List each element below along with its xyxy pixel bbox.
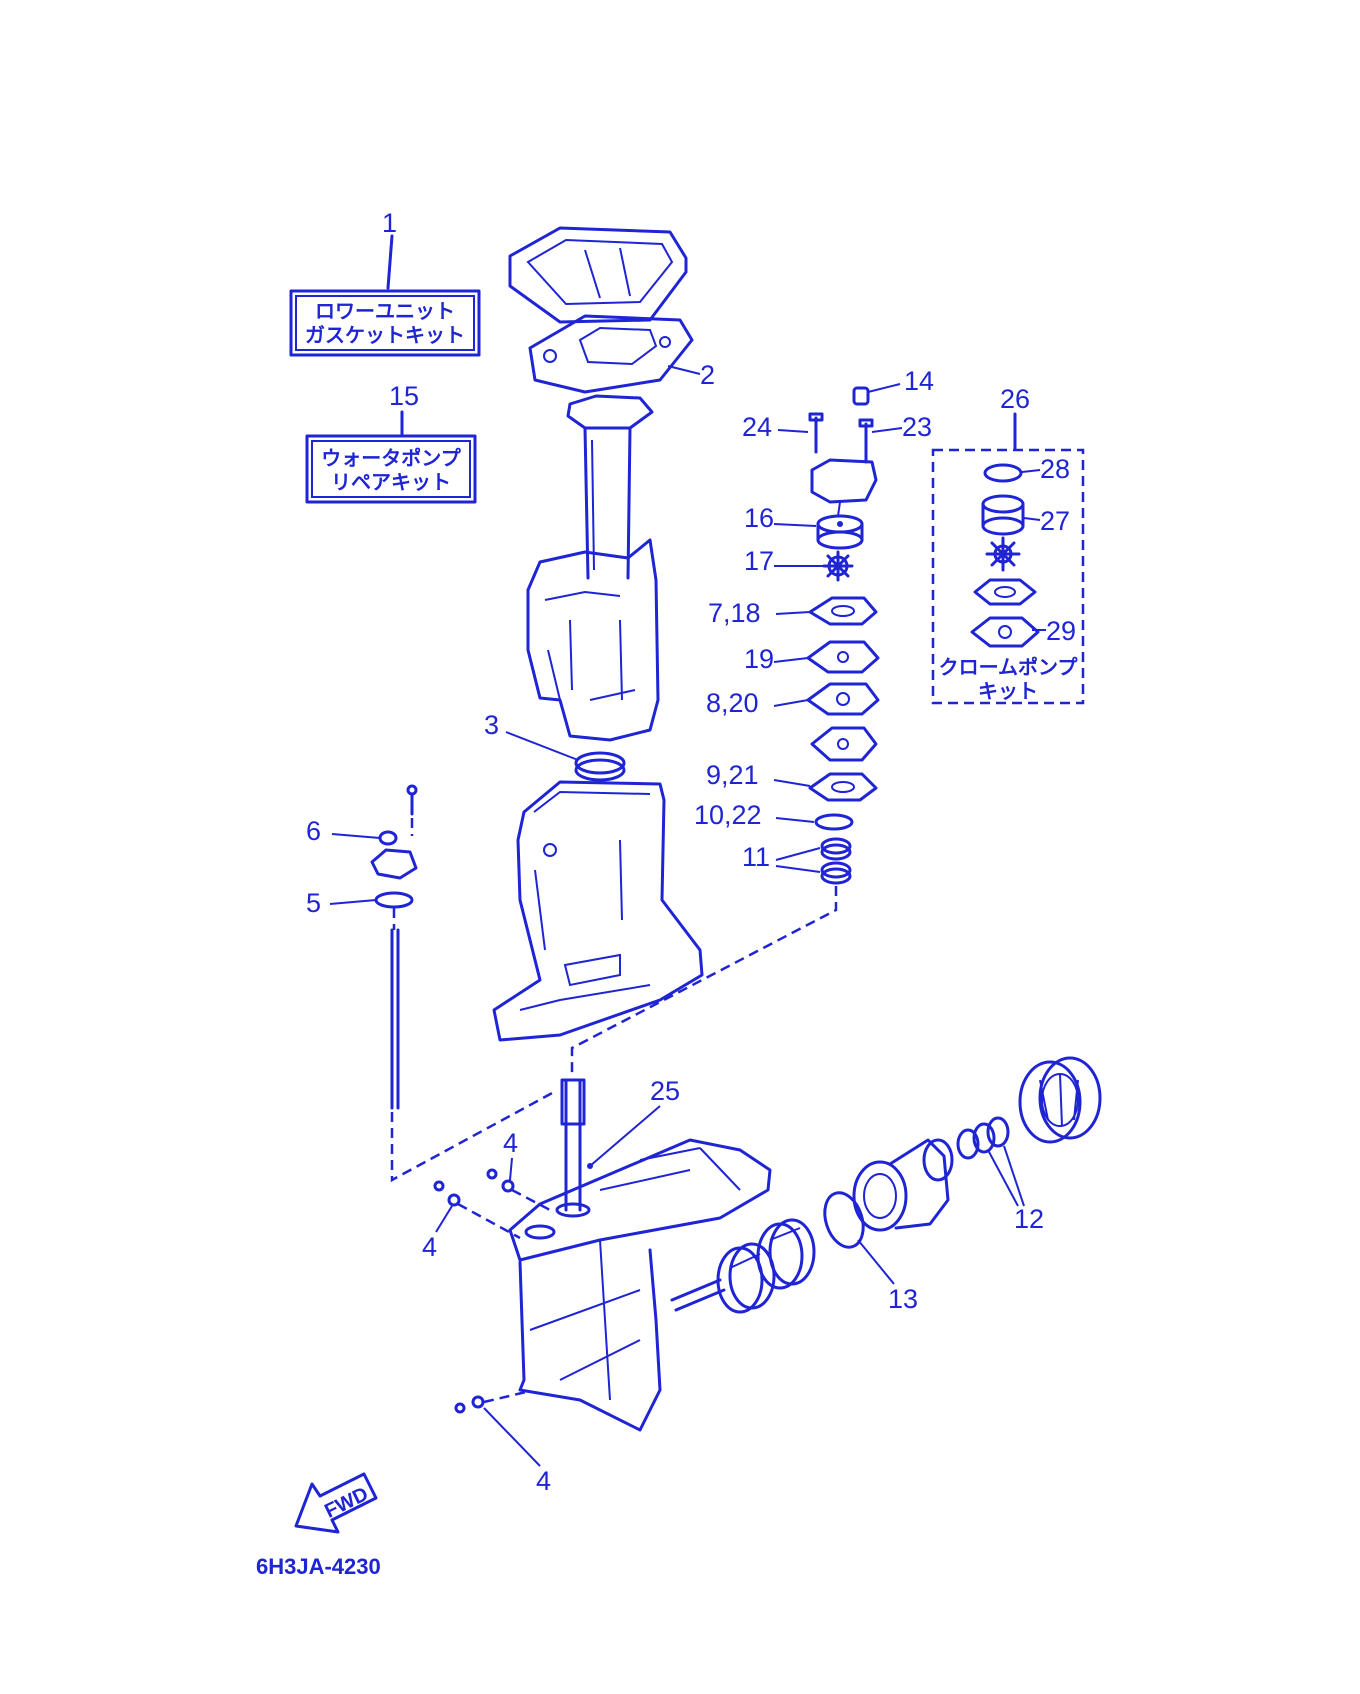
callout-7-18: 7,18 bbox=[708, 598, 761, 628]
callout-6: 6 bbox=[306, 816, 321, 846]
kit-label-chrome-pump-line1: クロームポンプ bbox=[939, 655, 1079, 679]
middle-casing bbox=[492, 780, 704, 1042]
callout-14: 14 bbox=[904, 366, 934, 396]
callout-19: 19 bbox=[744, 644, 774, 674]
kit-label-lower-unit-line2: ガスケットキット bbox=[305, 323, 465, 347]
kit-label-lower-unit-line1: ロワーユニット bbox=[315, 299, 455, 323]
lower-casing: 25 bbox=[508, 1076, 772, 1432]
callout-2: 2 bbox=[700, 360, 715, 390]
callout-28: 28 bbox=[1040, 454, 1070, 484]
chrome-washer-28 bbox=[983, 463, 1023, 483]
kit-label-water-pump-line1: ウォータポンプ bbox=[321, 446, 461, 470]
seal-3: 3 bbox=[484, 710, 626, 782]
water-pump-stack: 14 24 23 16 17 7,18 19 bbox=[570, 366, 934, 1075]
callout-4-left: 4 bbox=[422, 1232, 437, 1262]
upper-casing-assembly: 2 bbox=[508, 226, 715, 742]
callout-13: 13 bbox=[888, 1284, 918, 1314]
chrome-plate-29 bbox=[970, 616, 1040, 648]
callout-25: 25 bbox=[650, 1076, 680, 1106]
bolts-4: 4 4 4 bbox=[422, 1128, 551, 1496]
callout-15: 15 bbox=[389, 381, 419, 411]
callout-8-20: 8,20 bbox=[706, 688, 759, 718]
fwd-label: FWD bbox=[321, 1483, 372, 1523]
forward-direction-arrow: FWD bbox=[294, 1472, 378, 1534]
callout-24: 24 bbox=[742, 412, 772, 442]
kit-box-chrome-pump: 26 クロームポンプ キット 28 27 29 bbox=[931, 384, 1085, 705]
kit-box-lower-unit-gasket: 1 ロワーユニット ガスケットキット bbox=[289, 208, 481, 357]
callout-9-21: 9,21 bbox=[706, 760, 759, 790]
callout-17: 17 bbox=[744, 546, 774, 576]
kit-label-chrome-pump-line2: キット bbox=[978, 679, 1038, 703]
chrome-liner-27 bbox=[981, 494, 1025, 536]
kit-label-water-pump-line2: リペアキット bbox=[331, 470, 451, 494]
propeller-shaft-assembly: 13 12 bbox=[670, 1056, 1102, 1314]
callout-23: 23 bbox=[902, 412, 932, 442]
shift-rod-assembly: 6 5 bbox=[306, 784, 555, 1183]
callout-10-22: 10,22 bbox=[694, 800, 762, 830]
callout-4-bottom: 4 bbox=[536, 1466, 551, 1496]
callout-27: 27 bbox=[1040, 506, 1070, 536]
callout-1: 1 bbox=[382, 208, 397, 238]
callout-16: 16 bbox=[744, 503, 774, 533]
chrome-gasket bbox=[973, 578, 1037, 606]
callout-11: 11 bbox=[742, 842, 770, 872]
callout-26: 26 bbox=[1000, 384, 1030, 414]
diagram-code: 6H3JA-4230 bbox=[256, 1554, 381, 1579]
callout-12: 12 bbox=[1014, 1204, 1044, 1234]
callout-4-top: 4 bbox=[503, 1128, 518, 1158]
callout-3: 3 bbox=[484, 710, 499, 740]
chrome-impeller bbox=[985, 536, 1021, 572]
callout-5: 5 bbox=[306, 888, 321, 918]
kit-box-water-pump-repair: 15 ウォータポンプ リペアキット bbox=[305, 381, 477, 504]
callout-29: 29 bbox=[1046, 616, 1076, 646]
